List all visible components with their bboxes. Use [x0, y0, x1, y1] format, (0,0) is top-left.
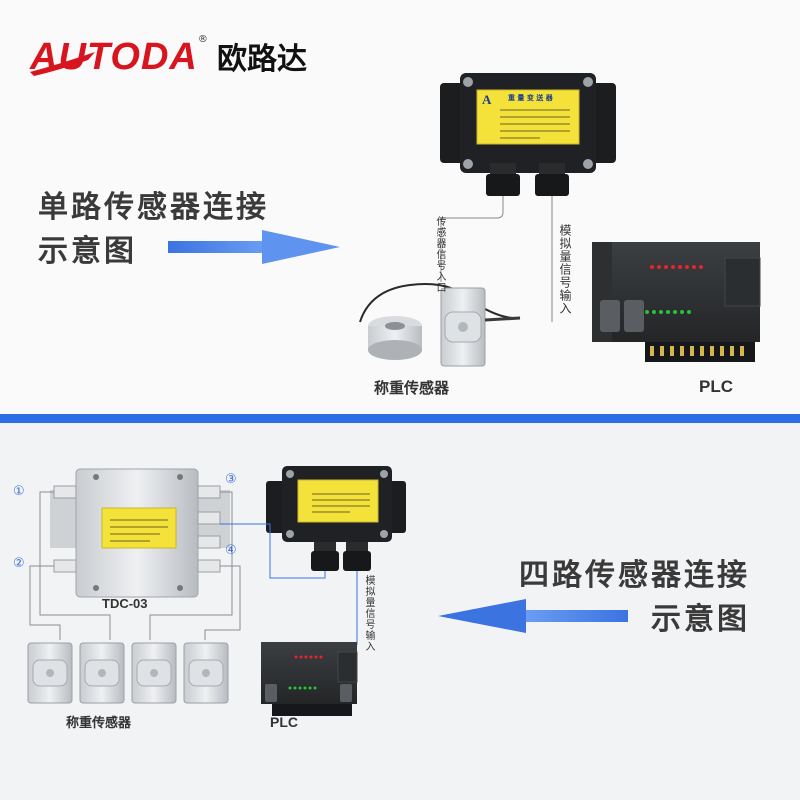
load-cell-top: [360, 284, 520, 366]
plc-bottom: [261, 642, 357, 716]
svg-text:A: A: [482, 92, 492, 107]
plc-top: [592, 242, 760, 362]
channel-1-marker: ①: [13, 484, 25, 499]
channel-2-marker: ②: [13, 556, 25, 571]
sensor-input-label: 传感器信号入口: [432, 216, 447, 293]
bottom-title-line2: 示意图: [510, 598, 750, 642]
brand-name-latin-rest: UTODA: [58, 36, 197, 78]
analog-output-label-bottom: 模拟量信号输入: [361, 575, 376, 652]
weight-transmitter-top: A: [440, 73, 616, 322]
bottom-title: 四路传感器连接 示意图: [510, 554, 750, 642]
registered-mark: ®: [198, 34, 208, 45]
transmitter-label-top: 重 量 变 送 器: [508, 93, 553, 103]
bottom-title-line1: 四路传感器连接: [510, 554, 750, 598]
top-title-line2: 示意图: [38, 230, 269, 274]
plc-label-top: PLC: [699, 377, 733, 397]
brand-name-latin-first: A: [30, 36, 58, 78]
sensor-label-bottom: 称重传感器: [66, 712, 131, 731]
brand-name-cn: 欧路达: [217, 42, 307, 77]
brand-logo: AUTODA® 欧路达: [30, 34, 330, 84]
top-title-line1: 单路传感器连接: [38, 186, 269, 230]
channel-4-marker: ④: [225, 543, 237, 558]
analog-output-label-top: 模拟量信号输入: [557, 224, 574, 315]
sensor-label-top: 称重传感器: [374, 377, 449, 398]
top-title: 单路传感器连接 示意图: [38, 186, 269, 274]
junction-box-model: TDC-03: [102, 596, 148, 611]
plc-label-bottom: PLC: [270, 714, 298, 730]
channel-3-marker: ③: [225, 472, 237, 487]
section-divider: [0, 414, 800, 423]
